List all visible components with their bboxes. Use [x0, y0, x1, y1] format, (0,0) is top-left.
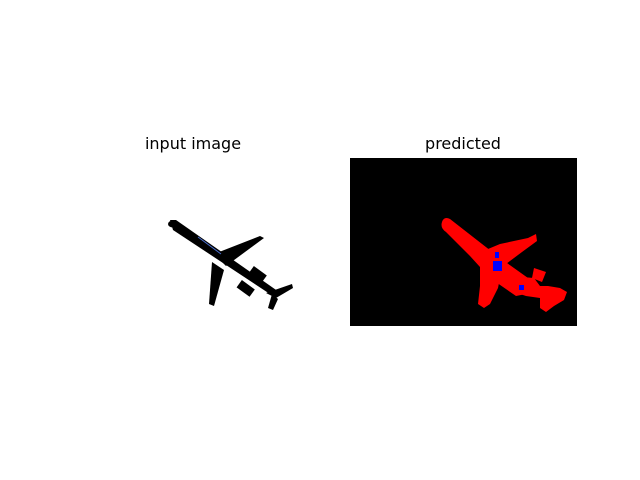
predicted-blue-patch-engine: [519, 285, 524, 290]
wing-edge-highlight: [197, 236, 222, 255]
predicted-red-region: [441, 218, 567, 312]
input-image-title: input image: [144, 134, 242, 153]
input-image: [80, 158, 307, 326]
airplane-silhouette: [168, 220, 293, 310]
predicted-blue-region: [493, 252, 524, 290]
predicted-blue-patch-main: [493, 261, 502, 271]
predicted-panel: [350, 158, 577, 326]
predicted-mask: [350, 158, 577, 326]
predicted-title: predicted: [425, 134, 501, 153]
predicted-blue-patch-small: [495, 252, 499, 258]
input-image-panel: [80, 158, 307, 326]
